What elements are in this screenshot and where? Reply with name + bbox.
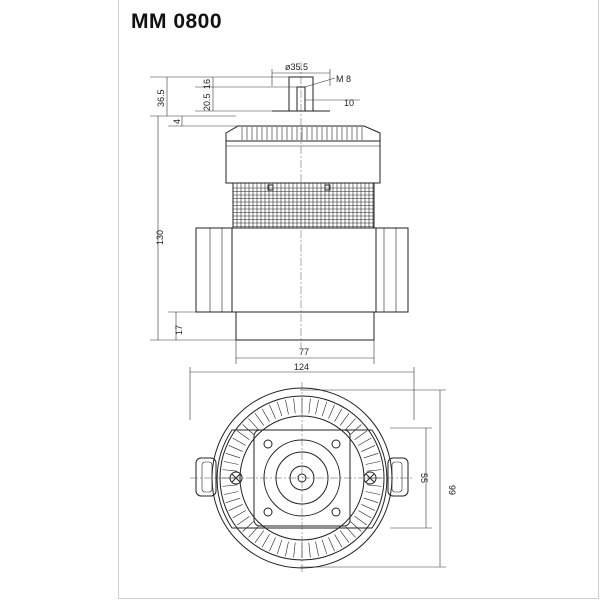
top-view: 124 99 55	[189, 362, 457, 574]
bolt-hole	[263, 507, 273, 517]
grille-pattern	[233, 183, 374, 228]
dim-outer: 99	[447, 485, 457, 495]
dim-height: 130	[155, 230, 165, 245]
cap-ribs	[241, 127, 363, 140]
dim-width: 124	[294, 362, 309, 372]
page-title: MM 0800	[131, 10, 223, 33]
bolt-hole	[331, 439, 341, 449]
side-view: ø35.5 M 8 10 16 20.5 36.5 4 130 17	[150, 62, 409, 364]
dim-shaft-length: 10	[344, 98, 354, 108]
dim-bottom-width: 77	[299, 347, 309, 357]
dim-inner: 55	[419, 473, 429, 483]
top-body-outline	[216, 429, 388, 529]
lug-right	[387, 457, 409, 497]
bolt-hole	[263, 439, 273, 449]
bolt-hole	[331, 507, 341, 517]
dim-16: 16	[202, 79, 212, 89]
lug-left	[195, 457, 217, 497]
dim-4: 4	[172, 119, 182, 124]
dim-shaft-diameter: ø35.5	[285, 62, 308, 72]
dim-20-5: 20.5	[202, 93, 212, 111]
base-flange	[235, 311, 375, 341]
dim-thread: M 8	[336, 74, 351, 84]
dim-36-5: 36.5	[156, 89, 166, 107]
main-body	[195, 227, 409, 313]
drawing-frame	[118, 0, 599, 599]
upper-housing	[225, 140, 381, 184]
dim-base: 17	[174, 325, 184, 335]
